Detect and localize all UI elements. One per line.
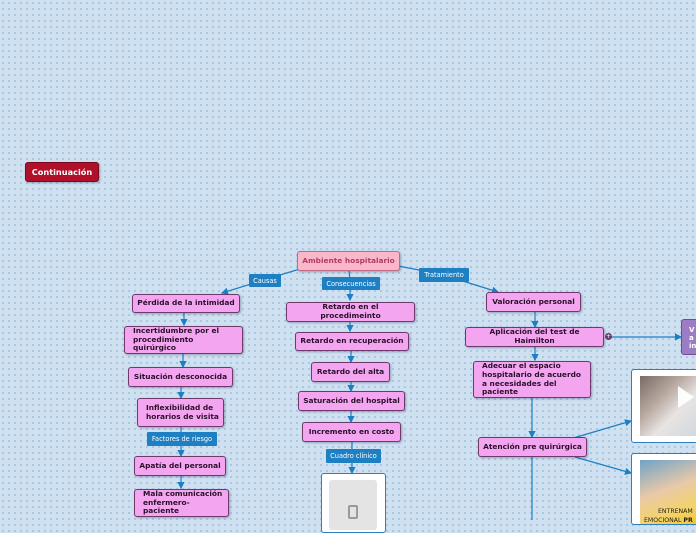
consequence-node[interactable]: Incremento en costo <box>302 422 401 442</box>
continuation-button[interactable]: Continuación <box>25 162 99 182</box>
side-topic-node[interactable]: V a in <box>681 319 696 355</box>
side-topic-line: V <box>689 326 696 334</box>
image-card[interactable] <box>321 473 386 533</box>
treatment-node[interactable]: Aplicación del test de Haimilton <box>465 327 604 347</box>
play-icon[interactable] <box>678 386 694 408</box>
root-topic[interactable]: Ambiente hospitalario <box>297 251 400 271</box>
branch-label-cuadro[interactable]: Cuadro clínico <box>326 449 381 463</box>
branch-label-factores[interactable]: Factores de riesgo <box>147 432 217 446</box>
branch-label-tratamiento[interactable]: Tratamiento <box>419 268 469 282</box>
cause-node[interactable]: Inflexibilidad de horarios de visita <box>137 398 224 427</box>
thumbnail-caption: EMOCIONAL PR <box>644 517 693 524</box>
treatment-node[interactable]: Valoración personal <box>486 292 581 312</box>
side-topic-line: in <box>689 342 696 350</box>
video-card[interactable] <box>631 369 696 443</box>
expand-indicator-icon[interactable]: + <box>605 333 612 340</box>
video-card[interactable]: ENTRENAM EMOCIONAL PR <box>631 453 696 525</box>
treatment-node[interactable]: Adecuar el espacio hospitalario de acuer… <box>473 361 591 398</box>
cause-node[interactable]: Pérdida de la intimidad <box>132 294 240 313</box>
image-placeholder <box>329 480 377 530</box>
thumbnail-caption: ENTRENAM <box>658 508 693 515</box>
consequence-node[interactable]: Retardo del alta <box>311 362 390 382</box>
branch-label-consecuencias[interactable]: Consecuencias <box>322 277 380 290</box>
cause-node[interactable]: Mala comunicación enfermero-paciente <box>134 489 229 517</box>
cause-node[interactable]: Incertidumbre por el procedimiento quirú… <box>124 326 243 354</box>
mind-map-canvas[interactable]: Continuación Ambiente hospitalario Causa… <box>0 0 696 520</box>
treatment-node[interactable]: Atención pre quirúrgica <box>478 437 587 457</box>
consequence-node[interactable]: Saturación del hospital <box>298 391 405 411</box>
video-thumbnail: ENTRENAM EMOCIONAL PR <box>640 460 696 524</box>
consequence-node[interactable]: Retardo en el procedimeinto <box>286 302 415 322</box>
cause-node[interactable]: Situación desconocida <box>128 367 233 387</box>
branch-label-causas[interactable]: Causas <box>249 274 281 287</box>
side-topic-line: a <box>689 334 696 342</box>
consequence-node[interactable]: Retardo en recuperación <box>295 332 409 351</box>
cause-node[interactable]: Apatía del personal <box>134 456 226 476</box>
document-icon <box>348 505 358 519</box>
